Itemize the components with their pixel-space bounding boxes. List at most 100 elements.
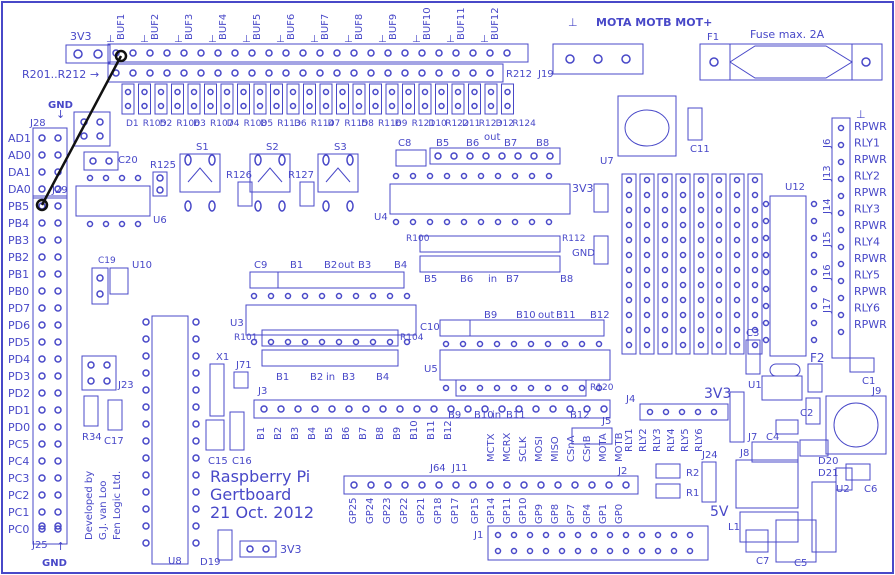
led-label: D6	[294, 119, 307, 129]
pin	[401, 49, 409, 57]
pin	[450, 152, 458, 160]
d20-label: D20	[818, 456, 838, 467]
pin	[54, 355, 62, 363]
u5-in-label: B7	[506, 274, 519, 285]
u5-out-label: B9	[484, 310, 497, 321]
pin	[421, 88, 429, 96]
pin	[367, 481, 375, 489]
relay-side-header	[831, 117, 851, 359]
pin	[38, 522, 46, 530]
pin	[679, 281, 687, 289]
u3-out-label: B4	[394, 260, 407, 271]
gnd-mid-label: GND	[572, 248, 595, 259]
pin	[810, 268, 818, 276]
pin	[837, 243, 845, 251]
pin	[38, 219, 46, 227]
led-slot	[468, 83, 481, 115]
j2-label: MISO	[550, 436, 561, 462]
pin	[163, 49, 171, 57]
led-slot	[220, 83, 234, 115]
pin	[542, 531, 550, 539]
u3-in-label: B4	[376, 372, 389, 383]
pin	[643, 311, 651, 319]
pin	[751, 236, 759, 244]
pin	[409, 218, 417, 226]
gnd-bottom-label: GND	[42, 558, 67, 569]
led-label: D10	[428, 119, 447, 129]
pin	[466, 152, 474, 160]
pin	[542, 547, 550, 555]
pin	[486, 481, 494, 489]
pin	[837, 192, 845, 200]
pin	[54, 406, 62, 414]
pin	[38, 321, 46, 329]
pin	[54, 491, 62, 499]
pin	[460, 172, 468, 180]
j2-bottom-label: GP1	[598, 504, 609, 524]
j5-label: J5	[601, 416, 611, 427]
j4-label: J4	[625, 394, 635, 405]
led-label: R121	[412, 119, 435, 129]
svg-text:⊥: ⊥	[856, 108, 866, 121]
led-label: R123	[479, 119, 502, 129]
svg-text:↑: ↑	[56, 540, 65, 553]
pin	[38, 423, 46, 431]
u4-out-label: B5	[436, 138, 449, 149]
pin	[810, 336, 818, 344]
pin	[678, 408, 686, 416]
pin	[190, 88, 198, 96]
pin	[578, 384, 586, 392]
gpio-left-label: DA0	[8, 183, 31, 196]
pin	[142, 539, 150, 547]
pin	[697, 206, 705, 214]
j3-label: B4	[307, 427, 318, 440]
pin	[476, 340, 484, 348]
pin	[273, 102, 280, 110]
pin	[197, 69, 205, 77]
led-label: R124	[512, 119, 536, 129]
d21-label: D21	[818, 468, 838, 479]
u3-out-label: out	[338, 260, 354, 271]
u5-chip	[439, 349, 611, 381]
pin	[418, 69, 426, 77]
led-slot	[171, 83, 184, 115]
pin	[661, 236, 669, 244]
switch-symbol	[325, 167, 351, 183]
pin	[528, 172, 536, 180]
j3-label: J3	[257, 386, 267, 397]
pin	[733, 266, 741, 274]
pin	[643, 236, 651, 244]
led-row	[121, 83, 514, 115]
led-slot	[385, 83, 399, 115]
pin	[316, 49, 324, 57]
ground-symbol: ⊥	[378, 34, 387, 45]
pin	[54, 474, 62, 482]
ground-symbol: ⊥	[106, 34, 115, 45]
rly-label: RLY2	[638, 428, 649, 452]
pin	[762, 285, 770, 293]
j71-label: J71	[235, 360, 252, 371]
pin	[339, 88, 346, 96]
pin	[837, 311, 845, 319]
j1-label: J1	[473, 530, 483, 541]
pin	[561, 340, 569, 348]
buf-label: BUF6	[286, 14, 297, 40]
pin	[452, 49, 460, 57]
pin	[625, 341, 633, 349]
gnd-left-label: GND	[48, 100, 73, 111]
pin	[54, 423, 62, 431]
u5-in-label: B8	[560, 274, 573, 285]
pin	[248, 49, 256, 57]
pin	[192, 454, 200, 462]
pin	[256, 88, 264, 96]
pin	[810, 251, 818, 259]
pin	[142, 522, 150, 530]
pin	[384, 49, 392, 57]
pin	[409, 172, 417, 180]
c16-label: C16	[232, 456, 252, 467]
pushbutton	[179, 153, 221, 193]
pin	[487, 102, 495, 110]
pin	[498, 405, 506, 413]
pin	[590, 547, 598, 555]
